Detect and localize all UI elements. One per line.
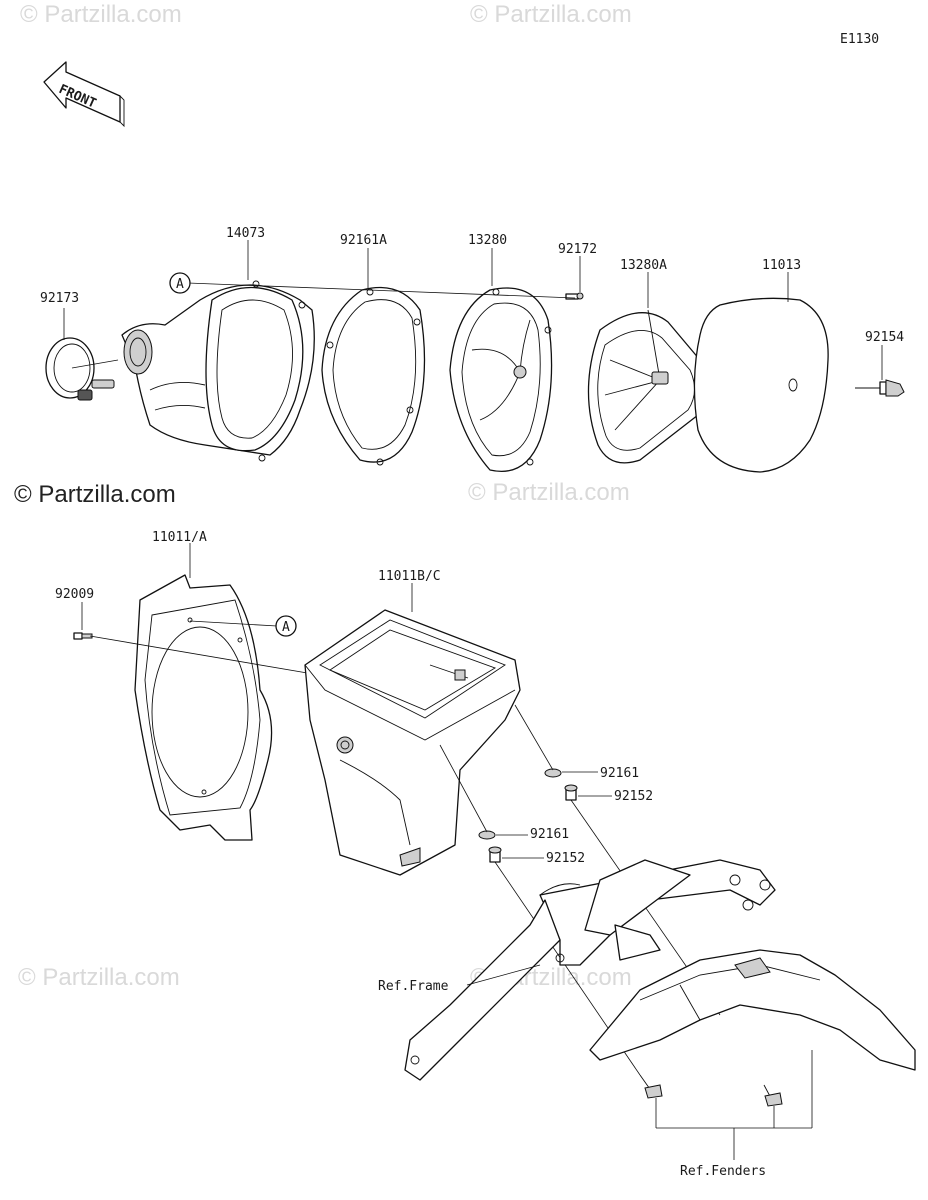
clamp-92173[interactable] [45, 337, 115, 401]
label-92152-lower: 92152 [546, 851, 585, 866]
label-92009: 92009 [55, 587, 94, 602]
filter-holder-13280[interactable] [449, 287, 553, 472]
screw-92172[interactable] [565, 292, 584, 300]
watermark: © Partzilla.com [20, 1, 182, 28]
label-92154: 92154 [865, 330, 904, 345]
label-92152-upper: 92152 [614, 789, 653, 804]
bolt-92154[interactable] [855, 379, 905, 397]
label-11011BC: 11011B/C [378, 569, 441, 584]
watermark: © Partzilla.com [18, 964, 180, 991]
ref-fenders-bracket [655, 1050, 813, 1160]
filter-cage-13280A[interactable] [587, 309, 707, 464]
rear-fender [589, 949, 916, 1071]
label-92172: 92172 [558, 242, 597, 257]
front-arrow-icon: FRONT [43, 61, 125, 128]
airbox-cover-11011A[interactable] [134, 574, 273, 841]
callout-a-top: A [176, 277, 184, 292]
airbox-11011BC[interactable] [304, 609, 521, 876]
label-92173: 92173 [40, 291, 79, 306]
grommet-92161-lower[interactable] [478, 830, 496, 840]
label-92161A: 92161A [340, 233, 387, 248]
gasket-92161A[interactable] [321, 286, 426, 466]
label-11013: 11013 [762, 258, 801, 273]
callout-a-lower: A [282, 620, 290, 635]
watermark-overlay: © Partzilla.com [14, 481, 176, 508]
air-duct-14073[interactable] [121, 280, 315, 462]
fender-bolt-right [763, 1084, 783, 1107]
label-13280A: 13280A [620, 258, 667, 273]
screw-92009[interactable] [73, 632, 93, 640]
fender-bolt-left [639, 1074, 663, 1099]
subframe-ref-frame [404, 859, 776, 1081]
watermark: © Partzilla.com [468, 479, 630, 506]
label-14073: 14073 [226, 226, 265, 241]
label-92161-lower: 92161 [530, 827, 569, 842]
label-92161-upper: 92161 [600, 766, 639, 781]
diagram-code: E1130 [840, 32, 879, 47]
collar-92152-lower[interactable] [488, 846, 502, 863]
ref-frame-label: Ref.Frame [378, 979, 449, 994]
air-filter-11013[interactable] [693, 297, 829, 473]
collar-92152-upper[interactable] [564, 784, 578, 801]
label-11011A: 11011/A [152, 530, 207, 545]
watermark: © Partzilla.com [470, 1, 632, 28]
ref-fenders-label: Ref.Fenders [680, 1164, 766, 1179]
label-13280: 13280 [468, 233, 507, 248]
watermarks: © Partzilla.com © Partzilla.com © Partzi… [14, 1, 632, 991]
grommet-92161-upper[interactable] [544, 768, 562, 778]
